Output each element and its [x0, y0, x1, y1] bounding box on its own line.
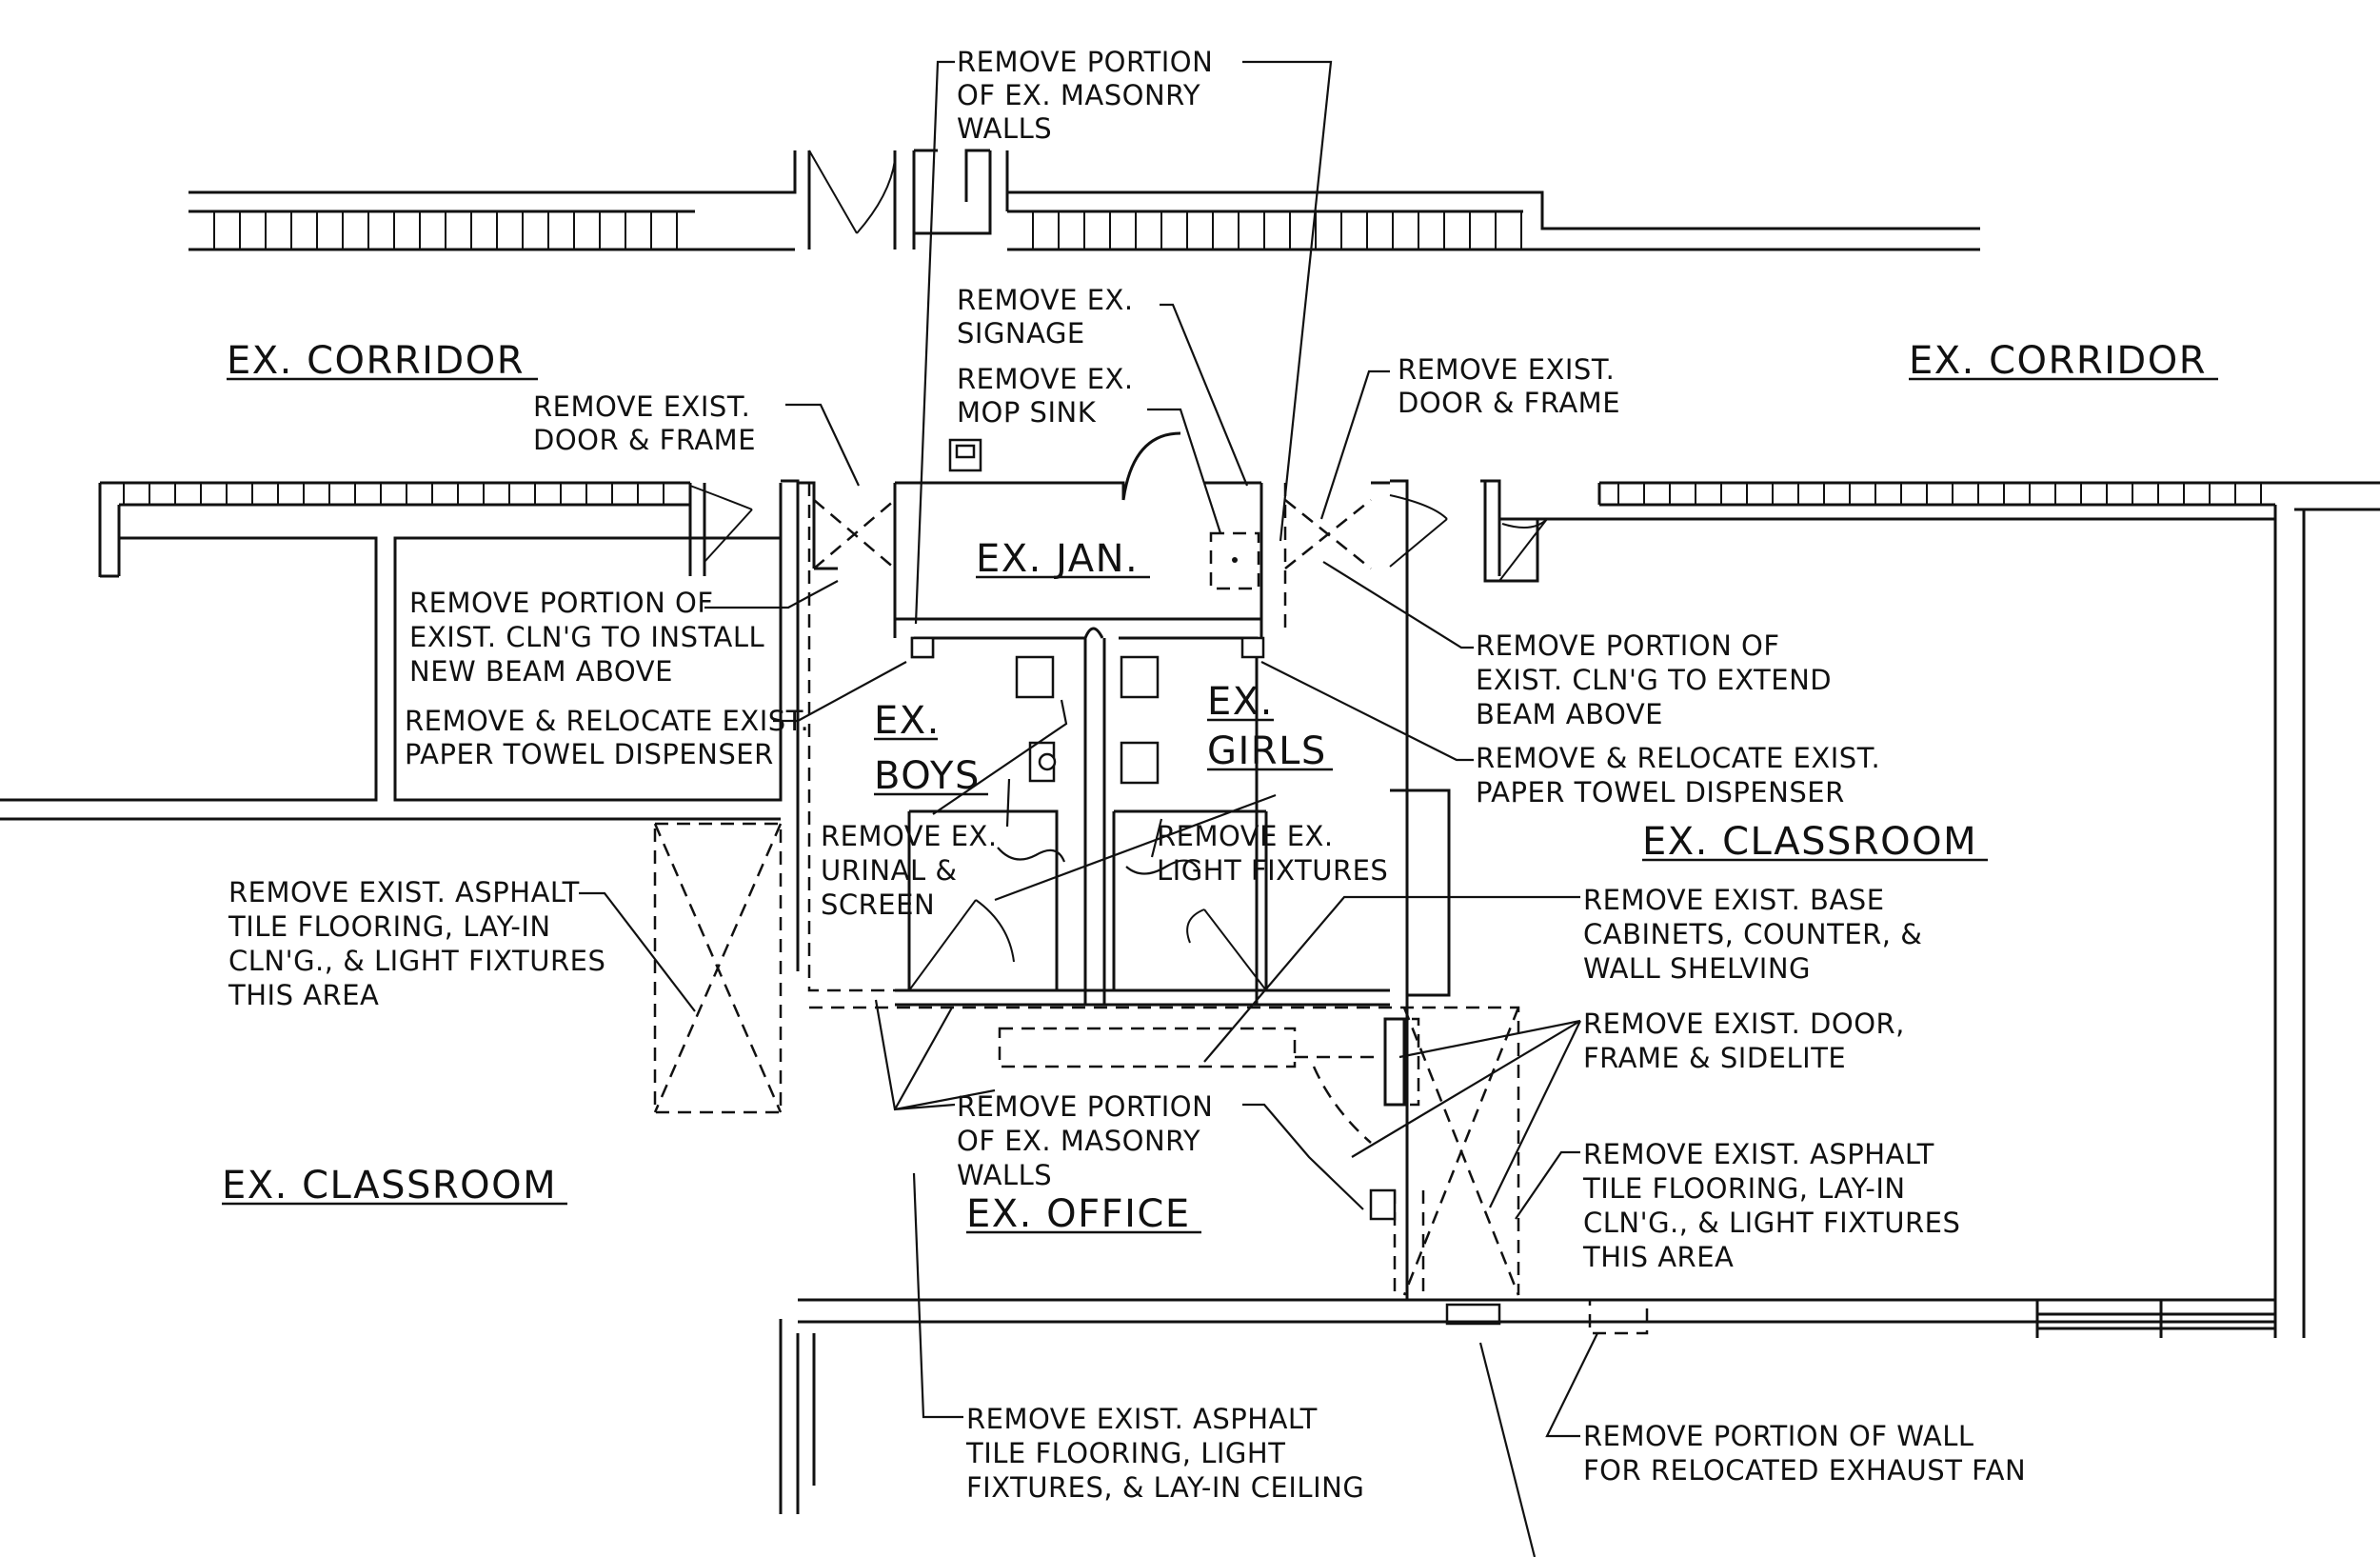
note-towel-right: REMOVE & RELOCATE EXIST.PAPER TOWEL DISP…	[1476, 742, 1880, 808]
fixture-leader-curve	[1125, 859, 1200, 875]
note-door-left: REMOVE EXIST.DOOR & FRAME	[533, 390, 756, 456]
top-corridor-wall	[188, 149, 1980, 251]
note-signage: REMOVE EX.SIGNAGE	[957, 284, 1134, 349]
room-label-office: EX. OFFICE	[966, 1192, 1191, 1236]
note-towel-left: REMOVE & RELOCATE EXIST.PAPER TOWEL DISP…	[405, 705, 809, 770]
note-door-sidelite: REMOVE EXIST. DOOR,FRAME & SIDELITE	[1583, 1008, 1905, 1074]
room-label-classroom-right: EX. CLASSROOM	[1642, 820, 1977, 864]
room-label-girls-2: GIRLS	[1207, 729, 1327, 773]
note-urinal: REMOVE EX.URINAL &SCREEN	[821, 820, 998, 921]
note-door-right: REMOVE EXIST.DOOR & FRAME	[1398, 353, 1620, 419]
room-label-girls-1: EX.	[1207, 680, 1274, 724]
room-label-corridor-right: EX. CORRIDOR	[1909, 339, 2207, 383]
lower-walls	[779, 1298, 2277, 1514]
room-label-classroom-left: EX. CLASSROOM	[222, 1164, 557, 1208]
note-mop-sink: REMOVE EX.MOP SINK	[957, 363, 1134, 429]
room-label-boys-2: BOYS	[874, 754, 981, 798]
main-corridor-wall	[0, 479, 2380, 1338]
urinal-leader-curve	[997, 847, 1066, 863]
room-label-janitor: EX. JAN.	[976, 537, 1139, 581]
restroom-core	[798, 431, 1390, 1007]
demolition-dashed-areas	[653, 483, 1649, 1335]
room-label-corridor-left: EX. CORRIDOR	[227, 339, 525, 383]
note-light-fixtures: REMOVE EX.LIGHT FIXTURES	[1157, 820, 1388, 887]
room-labels: EX. CORRIDOR EX. CORRIDOR EX. JAN. EX. B…	[222, 339, 2218, 1236]
room-label-boys-1: EX.	[874, 699, 941, 743]
leader-lines	[579, 60, 1598, 1557]
